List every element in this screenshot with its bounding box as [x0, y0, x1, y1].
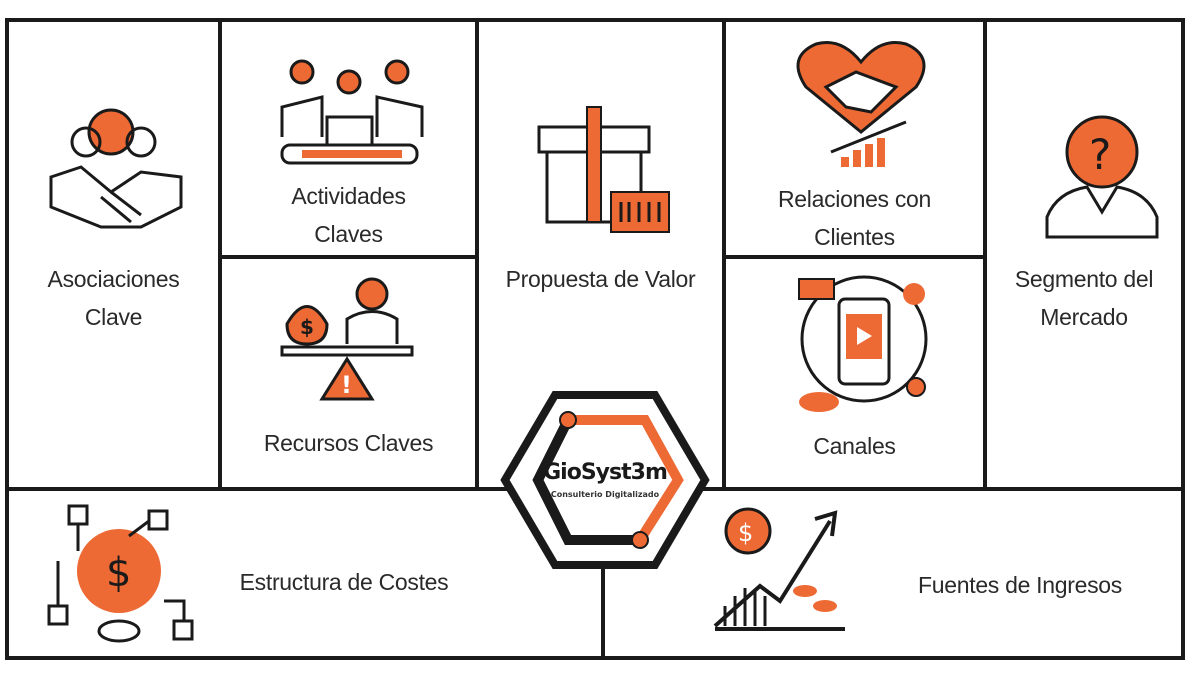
svg-text:!: !: [341, 371, 352, 399]
customer-relationships-label: Relaciones con Clientes: [777, 186, 932, 250]
logo-tagline: Consulterio Digitalizado: [550, 490, 660, 499]
gift-box-icon: [537, 106, 670, 233]
block-cost-structure: $ Estructura de Costes: [5, 487, 605, 660]
block-key-activities: Actividades Claves: [218, 18, 479, 259]
customer-question-icon: ?: [1045, 115, 1159, 239]
revenue-growth-icon: $: [713, 507, 845, 631]
key-activities-label: Actividades Claves: [291, 183, 406, 247]
resources-balance-icon: $ !: [280, 277, 414, 401]
block-customer-relationships: Relaciones con Clientes: [722, 18, 987, 259]
svg-text:$: $: [300, 315, 314, 339]
channels-label: Canales: [813, 433, 896, 459]
logo-name: GioSyst3m: [543, 460, 668, 485]
block-key-partners: Asociaciones Clave: [5, 18, 222, 491]
key-partners-label: Asociaciones Clave: [47, 266, 180, 330]
block-customer-segments: ? Segmento del Mercado: [983, 18, 1185, 491]
handshake-heart-icon: [796, 41, 926, 167]
block-revenue-streams: $ Fuentes de Ingresos: [601, 487, 1185, 660]
svg-text:?: ?: [1089, 130, 1111, 179]
revenue-streams-label: Fuentes de Ingresos: [918, 572, 1122, 598]
handshake-team-icon: [49, 108, 183, 229]
svg-text:$: $: [738, 519, 753, 547]
giosyst3m-logo: GioSyst3m Consulterio Digitalizado: [500, 390, 710, 570]
key-resources-label: Recursos Claves: [263, 430, 434, 456]
value-proposition-label: Propuesta de Valor: [505, 266, 696, 292]
team-ideas-icon: [280, 59, 424, 165]
cost-flow-icon: $: [47, 504, 194, 643]
customer-segments-label: Segmento del Mercado: [1014, 266, 1154, 330]
svg-text:$: $: [106, 550, 131, 596]
block-key-resources: $ ! Recursos Claves: [218, 255, 479, 491]
block-channels: Canales: [722, 255, 987, 491]
cost-structure-label: Estructura de Costes: [239, 569, 449, 595]
mobile-channels-icon: [798, 275, 928, 412]
